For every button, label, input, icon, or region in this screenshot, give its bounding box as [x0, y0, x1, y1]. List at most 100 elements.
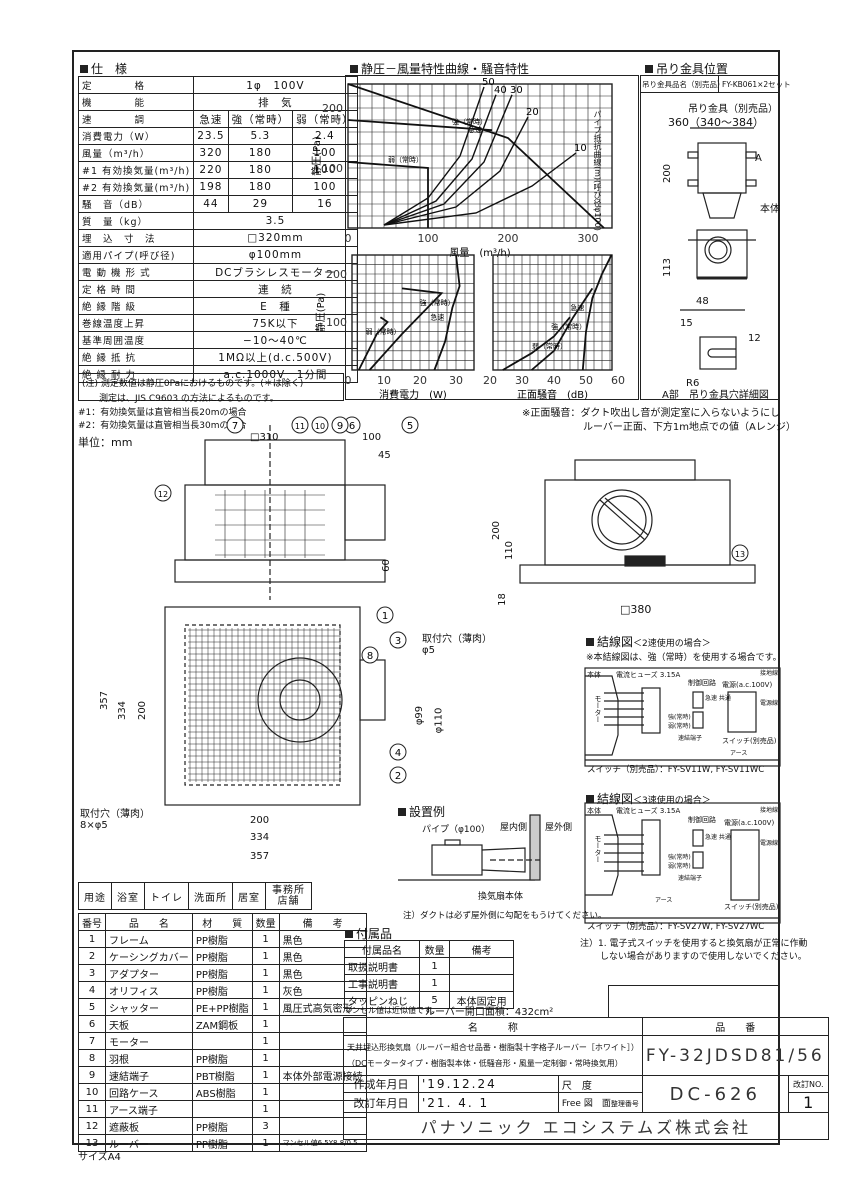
- dim-100: 100: [362, 432, 382, 443]
- hanger-part-label: 吊り金具品名（別売品）: [642, 80, 725, 89]
- callout-9: 9: [331, 416, 349, 434]
- part-name: アース端子: [105, 1100, 193, 1118]
- callout-10: 10: [311, 416, 329, 434]
- spec-value: a.c.1000V 1分間: [193, 365, 358, 383]
- wiring-2-earth: アース: [730, 750, 748, 757]
- spec-value: 連 続: [193, 280, 358, 298]
- wiring-2-subtitle: ＜2速使用の場合＞: [633, 639, 711, 649]
- noise-footnote-1: ※正面騒音：ダクト吹出し音が測定室に入らないようにし: [522, 408, 781, 419]
- dim-phi5: φ5: [422, 645, 435, 656]
- accessory-remark: [449, 957, 514, 975]
- part-quantity: 1: [251, 1134, 280, 1152]
- x-axis-label: 消費電力 (W): [379, 388, 447, 401]
- callout-number: 7: [232, 421, 238, 432]
- hanger-body-label: 本体: [760, 204, 780, 215]
- callout-number: 13: [735, 550, 745, 559]
- hanger-box: [640, 75, 780, 400]
- y-tick-label: 200: [322, 102, 343, 115]
- part-material: PP樹脂: [191, 1134, 253, 1152]
- part-material: PBT樹脂: [191, 1066, 253, 1084]
- pipe-curve-label: 50: [482, 77, 495, 88]
- part-name: シャッター: [105, 998, 193, 1016]
- spec-value: 44: [193, 195, 229, 213]
- spec-value: 強（常時）: [227, 110, 294, 128]
- wiring-2-weak: 弱(常時): [668, 723, 691, 730]
- spec-note-box: (注) 測定数値は静圧0Paにおけるものです。(＊は除く) 測定は、JIS C9…: [78, 373, 344, 404]
- accessory-name: 取扱説明書: [344, 957, 420, 975]
- callout-number: 10: [315, 422, 325, 431]
- drawing-number: DC-626: [641, 1075, 789, 1113]
- callout-number: 4: [395, 748, 401, 759]
- plot-area: [492, 254, 613, 371]
- part-number: 9: [78, 1066, 106, 1084]
- pipe-curve-label: 20: [526, 107, 539, 118]
- part-name: 速結端子: [105, 1066, 193, 1084]
- part-name: 回路ケース: [105, 1083, 193, 1101]
- hanger-hole-detail: [680, 309, 745, 370]
- callout-5: 5: [401, 416, 419, 434]
- spec-value: 3.5: [193, 212, 358, 230]
- usage-item: 事務所 店舗: [265, 882, 312, 910]
- wiring-2-note: ※本結線図は、強（常時）を使用する場合です。: [586, 653, 782, 663]
- revision-value: 1: [787, 1092, 829, 1113]
- usage-item: 洗面所: [188, 882, 233, 910]
- install-title: 設置例: [398, 803, 445, 820]
- part-name: 遮蔽板: [105, 1117, 193, 1135]
- noise-footnote-2: ルーバー正面、下方1m地点での値（Aレンジ）: [583, 422, 796, 433]
- product-name-1: 天井埋込形換気扇（ルーバー組合せ品番・樹脂製十字格子ルーバー［ホワイト］）: [347, 1042, 639, 1052]
- hanger-top-view: [687, 127, 757, 219]
- part-quantity: 1: [251, 1015, 280, 1033]
- callout-8: 8: [361, 646, 379, 664]
- wiring-2-switch-models: スイッチ（別売品）：FY-SV11W, FY-SV11WC: [587, 765, 765, 775]
- x-tick-label: 10: [377, 374, 391, 387]
- wiring-note-2: しない場合がありますので使用しないでください。: [600, 952, 807, 962]
- accessory-remark: [449, 974, 514, 992]
- callout-number: 11: [295, 422, 305, 431]
- callout-7: 7: [226, 416, 244, 434]
- y-tick-label: 100: [322, 162, 343, 175]
- drawing-label-2: 整理番号: [610, 1100, 639, 1108]
- dim-110: 110: [504, 540, 516, 561]
- part-name: フレーム: [105, 930, 193, 948]
- series-label: 弱（常時）: [532, 341, 567, 350]
- part-material: [191, 1100, 253, 1118]
- x-tick-label: 300: [578, 232, 599, 245]
- part-material: [191, 1032, 253, 1050]
- hanger-dim-12: 12: [748, 333, 761, 344]
- usage-item: 浴室: [111, 882, 145, 910]
- chart-box: [345, 75, 639, 400]
- scale-value: Free: [561, 1099, 581, 1109]
- callout-1: 1: [376, 606, 394, 624]
- x-tick-label: 40: [547, 374, 561, 387]
- series-line-0: [347, 83, 605, 229]
- part-material: PP樹脂: [191, 964, 253, 982]
- accessory-quantity: 1: [418, 974, 451, 992]
- wiring-3-switch-models: スイッチ（別売品）：FY-SV27W, FY-SV27WC: [587, 922, 765, 932]
- product-number: FY-32JDSD81/56: [641, 1035, 829, 1076]
- part-material: PP樹脂: [191, 947, 253, 965]
- part-number: 12: [78, 1117, 106, 1135]
- part-quantity: 1: [251, 930, 280, 948]
- wiring-3-power: 電源(a.c.100V): [724, 819, 775, 827]
- spec-value: □320mm: [193, 229, 358, 247]
- pipe-curve-30: [383, 94, 513, 226]
- hole-label-left: 取付穴（薄肉）: [80, 809, 150, 820]
- callout-4: 4: [389, 743, 407, 761]
- spec-value: 198: [193, 178, 229, 196]
- callout-number: 12: [158, 490, 168, 499]
- series-line-1: [368, 287, 444, 371]
- usage-item: トイレ: [144, 882, 189, 910]
- created-value: '19.12.24: [418, 1075, 559, 1093]
- series-label: 強（常時）: [452, 117, 487, 126]
- part-quantity: 3: [251, 1117, 280, 1135]
- parts-header: 材 質: [191, 913, 253, 931]
- spec-note-2: 測定は、JIS C9603 の方法によるものです。: [99, 394, 279, 404]
- part-name: 天板: [105, 1015, 193, 1033]
- scale-label: 尺 度: [557, 1075, 643, 1093]
